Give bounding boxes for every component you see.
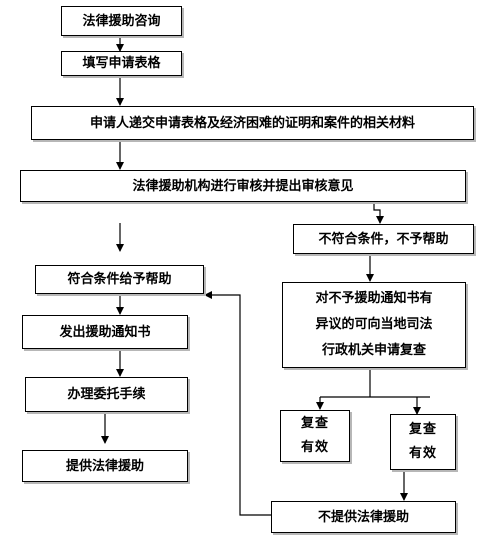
step-review-valid-left: 复查 有效 [280,410,350,462]
step-no-aid: 不提供法律援助 [271,501,456,533]
step-objection: 对不予援助通知书有 异议的可向当地司法 行政机关申请复查 [282,282,466,368]
arrow-review-to-not-qualified [373,202,384,224]
arrow-no-aid-to-qualified [204,291,290,516]
step-provide-aid: 提供法律援助 [22,450,188,482]
step-fill-form: 填写申请表格 [61,51,182,76]
step-entrust: 办理委托手续 [25,377,188,412]
step-issue-notice: 发出援助通知书 [22,315,188,349]
step-review: 法律援助机构进行审核并提出审核意见 [20,170,466,202]
step-submit-materials: 申请人递交申请表格及经济困难的证明和案件的相关材料 [31,106,474,140]
step-consult: 法律援助咨询 [61,6,182,36]
step-qualified: 符合条件给予帮助 [35,265,204,294]
step-not-qualified: 不符合条件，不予帮助 [293,224,474,254]
step-review-valid-right: 复查 有效 [390,414,456,470]
